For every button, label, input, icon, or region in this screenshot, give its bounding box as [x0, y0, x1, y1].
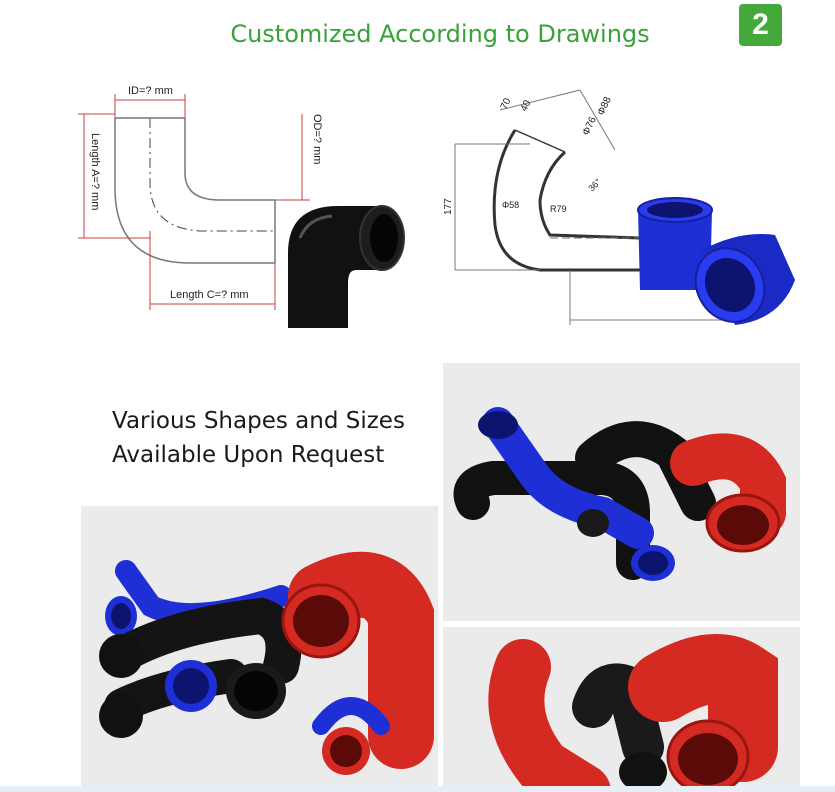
photo-red-hoses [443, 627, 800, 792]
elbow-drawing: ID=? mm Length A=? mm OD=? mm Length C=?… [78, 85, 405, 328]
tagline-line-2: Available Upon Request [112, 442, 385, 468]
svg-text:70: 70 [499, 96, 514, 111]
id-label: ID=? mm [128, 85, 173, 97]
photo-hose-assortment [443, 363, 800, 621]
photo-hose-collection [81, 506, 438, 792]
svg-text:177: 177 [443, 198, 454, 215]
svg-text:Φ88: Φ88 [596, 95, 614, 117]
od-label: OD=? mm [311, 114, 323, 164]
blue-reducer-hose-2 [694, 234, 795, 325]
svg-text:Φ58: Φ58 [502, 200, 519, 210]
tagline: Various Shapes and Sizes Available Upon … [112, 404, 405, 472]
length-c-label: Length C=? mm [170, 289, 249, 301]
black-elbow-hose [288, 205, 405, 328]
svg-text:40: 40 [519, 98, 534, 113]
blue-reducer-hose-1 [637, 197, 713, 290]
tagline-line-1: Various Shapes and Sizes [112, 408, 405, 434]
page-title: Customized According to Drawings [230, 20, 650, 48]
page-number-badge: 2 [739, 4, 782, 46]
length-a-label: Length A=? mm [89, 133, 101, 210]
svg-text:36°: 36° [586, 176, 603, 193]
reducer-drawing: 70 40 Φ88 Φ76 177 Φ58 R79 36° [443, 89, 795, 325]
svg-text:R79: R79 [550, 204, 567, 214]
bottom-bar [0, 786, 835, 792]
